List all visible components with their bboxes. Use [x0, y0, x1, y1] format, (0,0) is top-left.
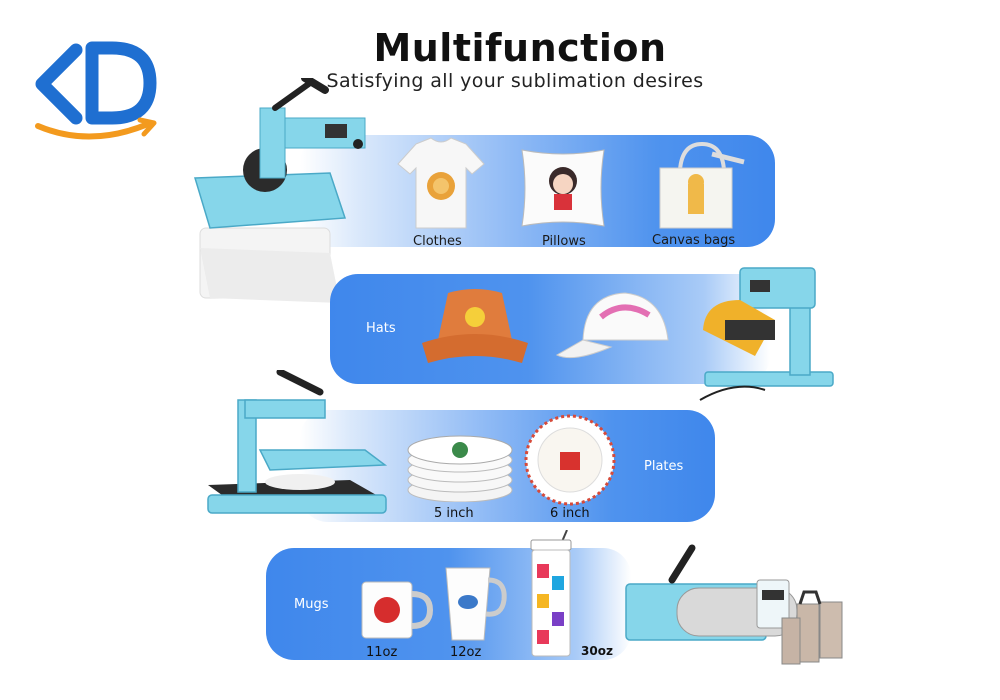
tshirt-icon	[397, 137, 485, 229]
category-label-plates: Plates	[644, 459, 684, 474]
pillow-icon	[521, 149, 605, 227]
size-label-5-inch: 5 inch	[434, 506, 474, 521]
bucket-hat-icon	[422, 289, 528, 363]
decorated-plate-icon	[524, 414, 616, 506]
stacked-plates-icon	[407, 435, 513, 502]
tumbler-30oz-icon	[530, 530, 572, 657]
brand-logo	[35, 41, 157, 140]
size-label-30oz: 30oz	[581, 644, 613, 658]
page-title: Multifunction	[373, 26, 667, 70]
category-label-hats: Hats	[366, 321, 396, 336]
size-label-12oz: 12oz	[450, 645, 482, 660]
band-row-2	[330, 274, 770, 384]
size-label-11oz: 11oz	[366, 645, 398, 660]
item-label-clothes: Clothes	[413, 234, 462, 249]
item-label-canvas-bags: Canvas bags	[652, 233, 736, 248]
tumbler-press-machine-icon	[625, 544, 843, 665]
category-label-mugs: Mugs	[294, 597, 329, 612]
mug-11oz-icon	[361, 581, 433, 639]
cap-press-machine-icon	[699, 267, 834, 401]
item-label-pillows: Pillows	[542, 234, 586, 249]
flat-heat-press-icon	[207, 370, 388, 514]
size-label-6-inch: 6 inch	[550, 506, 590, 521]
heat-press-machine-icon	[194, 78, 366, 303]
page-subtitle: Satisfying all your sublimation desires	[326, 70, 704, 92]
baseball-cap-icon	[555, 292, 669, 359]
canvas-bag-icon	[659, 141, 745, 229]
mug-12oz-icon	[445, 567, 507, 641]
